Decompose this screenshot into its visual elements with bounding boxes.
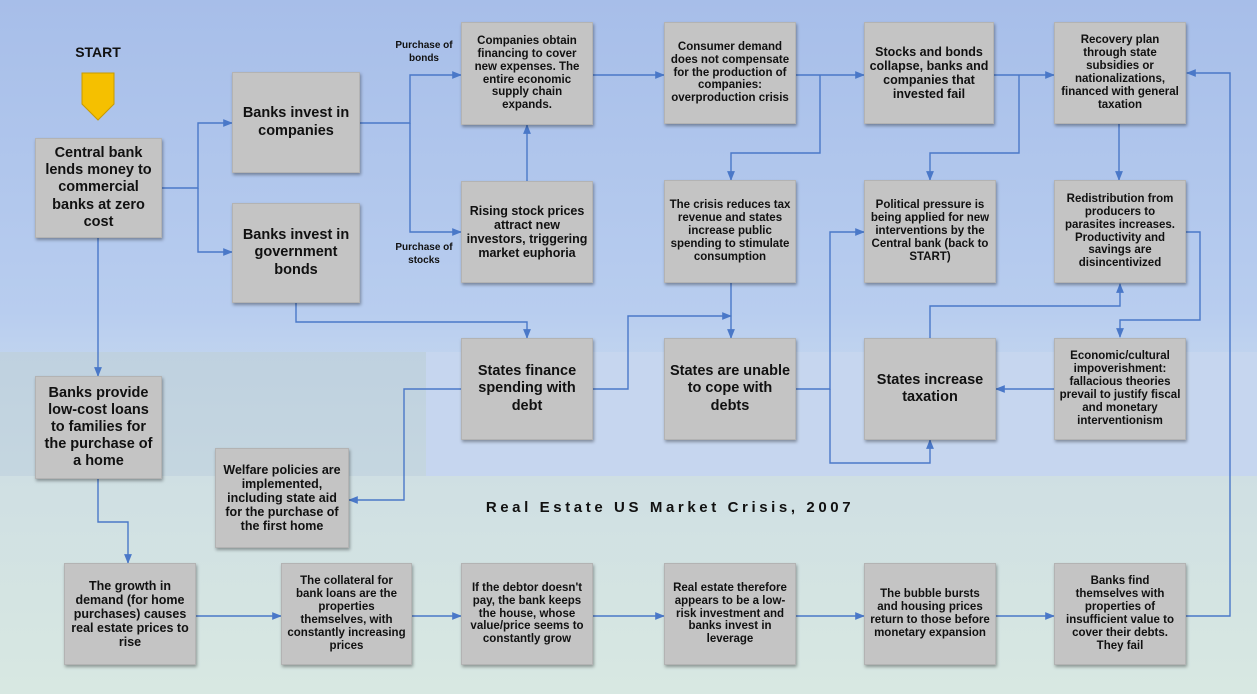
arrow-redistribution-to-impoverishment: [1116, 231, 1201, 338]
background-region-bottom: [0, 476, 1257, 694]
node-states-finance-text: States finance spending with debt: [477, 363, 577, 414]
node-stock-prices-text: Rising stock prices attract new investor…: [466, 203, 588, 261]
node-banks-invest-bonds: Banks invest in government bonds: [232, 203, 360, 303]
node-debtor-text: If the debtor doesn't pay, the bank keep…: [470, 581, 584, 646]
node-banks-loans-text: Banks provide low-cost loans to families…: [44, 384, 153, 470]
node-collateral-text: The collateral for bank loans are the pr…: [287, 575, 406, 652]
node-states-taxation-text: States increase taxation: [876, 371, 984, 405]
node-political-pressure-text: Political pressure is being applied for …: [870, 199, 990, 263]
arrow-finance-to-unable: [593, 312, 732, 390]
node-crisis-reduces-text: The crisis reduces tax revenue and state…: [669, 199, 791, 263]
node-debtor: If the debtor doesn't pay, the bank keep…: [461, 563, 593, 665]
node-central-bank: Central bank lends money to commercial b…: [35, 138, 162, 238]
node-redistribution-text: Redistribution from producers to parasit…: [1065, 192, 1175, 270]
start-label: START: [75, 44, 121, 60]
node-banks-invest-companies-text: Banks invest in companies: [242, 105, 350, 139]
node-impoverishment-text: Economic/cultural impoverishment: fallac…: [1059, 350, 1181, 427]
node-welfare: Welfare policies are implemented, includ…: [215, 448, 349, 548]
arrow-unable-to-taxation: [829, 389, 934, 464]
node-low-risk-text: Real estate therefore appears to be a lo…: [673, 581, 787, 646]
node-consumer-demand-text: Consumer demand does not compensate for …: [670, 40, 790, 105]
node-stocks-collapse: Stocks and bonds collapse, banks and com…: [864, 22, 994, 124]
node-banks-invest-bonds-text: Banks invest in government bonds: [242, 227, 350, 278]
arrow-demand-to-crisis: [727, 75, 821, 181]
arrow-failure-to-recovery: [1186, 69, 1231, 617]
node-banks-fail-text: Banks find themselves with properties of…: [1066, 575, 1174, 652]
diagram-title: Real Estate US Market Crisis, 2007: [485, 499, 855, 516]
node-recovery-plan: Recovery plan through state subsidies or…: [1054, 22, 1186, 124]
arrow-collapse-to-pressure: [926, 75, 1020, 181]
node-bubble-bursts: The bubble bursts and housing prices ret…: [864, 563, 996, 665]
node-states-unable: States are unable to cope with debts: [664, 338, 796, 440]
arrow-central-to-companies: [162, 119, 233, 189]
arrow-central-to-bonds: [197, 188, 233, 256]
node-companies-financing: Companies obtain financing to cover new …: [461, 22, 593, 125]
node-collateral: The collateral for bank loans are the pr…: [281, 563, 412, 665]
node-political-pressure: Political pressure is being applied for …: [864, 180, 996, 283]
node-states-taxation: States increase taxation: [864, 338, 996, 440]
node-recovery-plan-text: Recovery plan through state subsidies or…: [1061, 34, 1179, 111]
node-stock-prices: Rising stock prices attract new investor…: [461, 181, 593, 283]
arrow-unable-to-pressure: [796, 228, 865, 390]
arrow-companies-to-financing: [360, 71, 462, 124]
node-low-risk: Real estate therefore appears to be a lo…: [664, 563, 796, 665]
node-banks-invest-companies: Banks invest in companies: [232, 72, 360, 173]
node-growth-demand: The growth in demand (for home purchases…: [64, 563, 196, 665]
node-consumer-demand: Consumer demand does not compensate for …: [664, 22, 796, 124]
node-redistribution: Redistribution from producers to parasit…: [1054, 180, 1186, 283]
node-states-unable-text: States are unable to cope with debts: [669, 363, 791, 414]
node-central-bank-text: Central bank lends money to commercial b…: [45, 145, 152, 230]
node-growth-demand-text: The growth in demand (for home purchases…: [71, 578, 189, 650]
arrow-finance-to-welfare: [348, 388, 461, 504]
node-welfare-text: Welfare policies are implemented, includ…: [223, 462, 341, 534]
node-banks-loans: Banks provide low-cost loans to families…: [35, 376, 162, 479]
node-states-finance: States finance spending with debt: [461, 338, 593, 440]
node-crisis-reduces: The crisis reduces tax revenue and state…: [664, 180, 796, 283]
start-pentagon-marker: [81, 72, 115, 121]
node-companies-financing-text: Companies obtain financing to cover new …: [474, 34, 580, 112]
node-bubble-bursts-text: The bubble bursts and housing prices ret…: [870, 588, 990, 639]
purchase-of-stocks-label: Purchase of stocks: [395, 242, 453, 266]
purchase-of-bonds-label: Purchase of bonds: [395, 40, 453, 64]
node-stocks-collapse-text: Stocks and bonds collapse, banks and com…: [869, 44, 989, 102]
arrow-taxation-to-redistribution: [929, 283, 1124, 338]
node-banks-fail: Banks find themselves with properties of…: [1054, 563, 1186, 665]
arrow-companies-to-stock: [409, 123, 462, 236]
arrow-bonds-to-states-finance: [295, 303, 531, 339]
node-impoverishment: Economic/cultural impoverishment: fallac…: [1054, 338, 1186, 440]
arrow-loans-to-growth: [97, 479, 132, 564]
